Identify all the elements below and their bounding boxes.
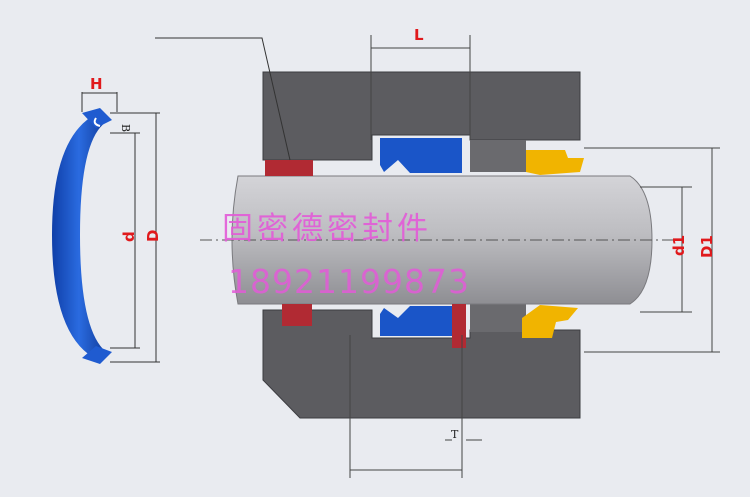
dim-label-l: L [414,26,424,44]
dim-label-D1: D1 [698,235,716,258]
watermark-phone: 18921199873 [228,262,470,301]
left-dimensions [81,92,160,363]
dim-label-b: B [119,124,132,132]
housing [262,71,581,419]
dim-label-D: D [144,230,162,242]
u-seal-top [380,138,462,173]
dim-label-d: d [120,231,138,242]
top-bottom-dimensions [349,35,482,478]
dim-label-h: H [90,75,103,93]
wiper-top [265,160,313,176]
guide-ring-top [526,150,584,175]
seal-ring-side-view [52,108,112,364]
dim-label-d1: d1 [670,235,688,256]
piston-rod [200,175,675,305]
u-seal-bottom [380,306,462,336]
dim-label-t: T [451,428,459,441]
watermark-company: 固密德密封件 [222,211,432,247]
right-dimensions [584,147,720,353]
guide-ring-bottom [522,305,578,338]
